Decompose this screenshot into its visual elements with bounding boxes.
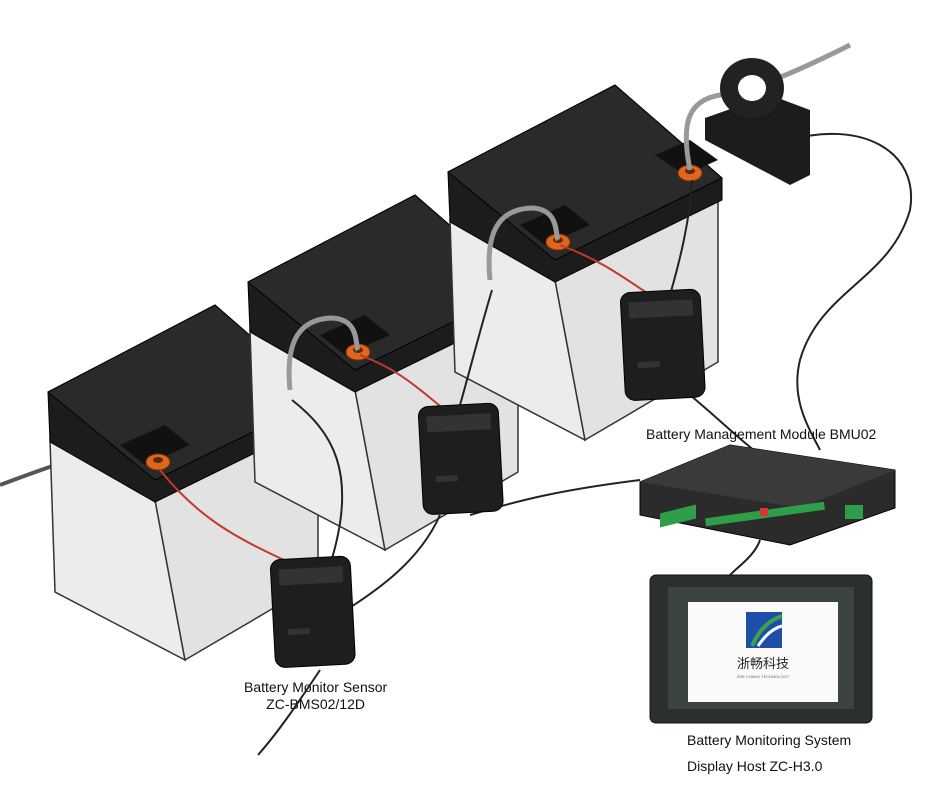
- sensor-module-1: [269, 555, 357, 669]
- sensor-module-3: [619, 288, 707, 402]
- busbar-cables: [286, 42, 852, 391]
- bmu-label: Battery Management Module BMU02: [646, 426, 877, 442]
- display-label-line1: Battery Monitoring System: [687, 732, 852, 748]
- sensor-module-2: [417, 402, 505, 516]
- sensor-label-line1: Battery Monitor Sensor: [244, 679, 388, 695]
- sensor-label-line2: ZC-BMS02/12D: [266, 696, 365, 712]
- sensor-label: Battery Monitor Sensor ZC-BMS02/12D: [244, 679, 387, 713]
- logo-text: 浙畅科技: [737, 656, 789, 671]
- display-label-line2: Display Host ZC-H3.0: [687, 758, 823, 774]
- current-sensor: [705, 58, 810, 185]
- display-host: 浙畅科技 ZHE CHANG TECHNOLOGY: [649, 574, 873, 724]
- bmu-module: [639, 444, 896, 546]
- logo-subtext: ZHE CHANG TECHNOLOGY: [737, 674, 790, 679]
